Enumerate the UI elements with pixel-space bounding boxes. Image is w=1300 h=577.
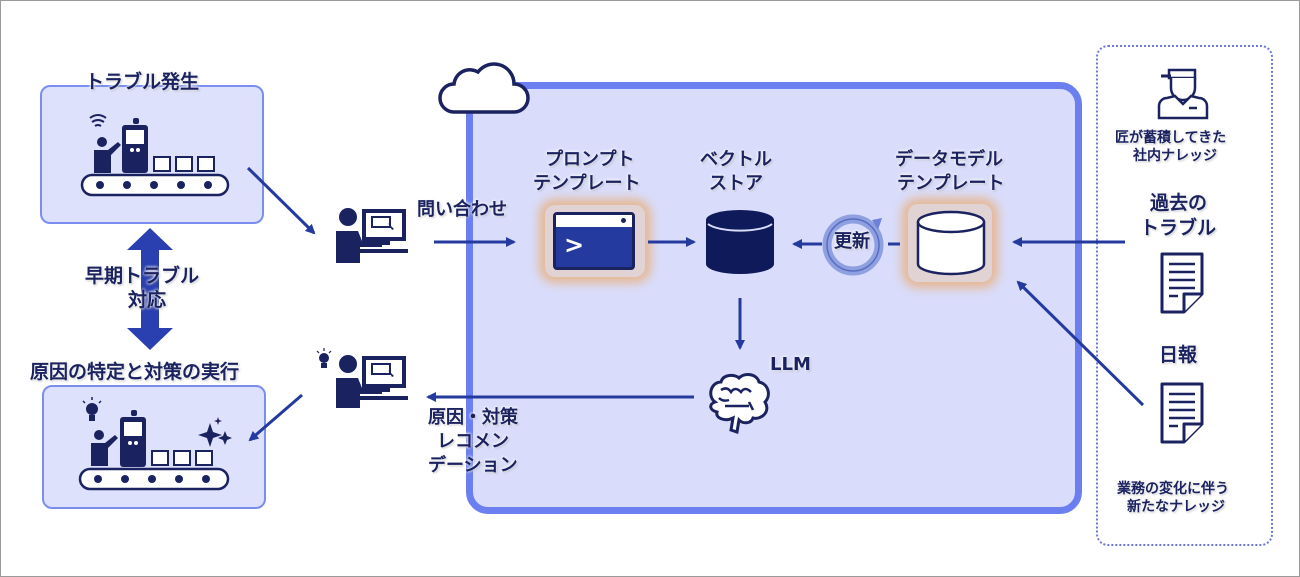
document-icon-past-trouble	[1160, 252, 1204, 314]
refresh-cycle-icon	[822, 214, 884, 276]
new-knowledge-label-1: 業務の変化に伴う	[1117, 481, 1229, 497]
recommend-label-1: 原因・対策	[428, 407, 518, 428]
data-model-label-2: テンプレート	[897, 173, 1005, 194]
update-label: 更新	[834, 231, 870, 252]
vector-store-label-2: ストア	[709, 173, 763, 194]
recommend-label-3: デーション	[428, 455, 518, 476]
past-trouble-label-2: トラブル	[1140, 217, 1217, 239]
data-model-label-1: データモデル	[895, 149, 1003, 170]
action-title: 原因の特定と対策の実行	[30, 361, 240, 383]
arrow-user-to-action	[248, 393, 303, 442]
craftsman-knowledge-label-1: 匠が蓄積してきた	[1115, 130, 1227, 146]
terminal-titlebar	[556, 215, 632, 227]
document-icon-daily-report	[1160, 382, 1204, 444]
database-icon	[706, 210, 774, 274]
cloud-icon	[438, 62, 530, 114]
data-model-db-icon	[916, 210, 986, 276]
arrow-trouble-to-user	[246, 166, 316, 235]
double-arrow-icon	[127, 228, 173, 350]
cloud-system-box	[466, 82, 1082, 514]
new-knowledge-label-2: 新たなナレッジ	[1127, 499, 1225, 515]
terminal-dot	[621, 218, 626, 223]
prompt-template-icon: >	[553, 212, 635, 270]
past-trouble-label-1: 過去の	[1150, 192, 1208, 214]
brain-icon	[709, 373, 770, 434]
prompt-template-label-2: テンプレート	[533, 173, 641, 194]
craftsman-knowledge-label-2: 社内ナレッジ	[1133, 148, 1217, 164]
recommend-label-2: レコメン	[437, 431, 509, 452]
arrow-daily-report-to-datamodel	[1016, 280, 1145, 407]
terminal-prompt-glyph: >	[564, 231, 585, 259]
early-response-label-1: 早期トラブル	[85, 265, 200, 287]
action-panel	[42, 385, 266, 509]
user-idea-computer-icon	[316, 348, 408, 408]
daily-report-label: 日報	[1159, 344, 1198, 366]
prompt-template-label-1: プロンプト	[545, 149, 635, 170]
llm-label: LLM	[770, 354, 811, 375]
factory-solved-icon	[78, 397, 232, 491]
inquiry-label: 問い合わせ	[417, 199, 507, 220]
early-response-label-2: 対応	[128, 289, 167, 311]
trouble-title: トラブル発生	[85, 71, 200, 93]
trouble-panel	[40, 85, 264, 224]
user-computer-icon	[336, 208, 408, 263]
factory-trouble-icon	[80, 114, 230, 197]
craftsman-icon	[1157, 68, 1209, 120]
vector-store-label-1: ベクトル	[700, 149, 772, 170]
knowledge-sources-box	[1096, 45, 1273, 546]
